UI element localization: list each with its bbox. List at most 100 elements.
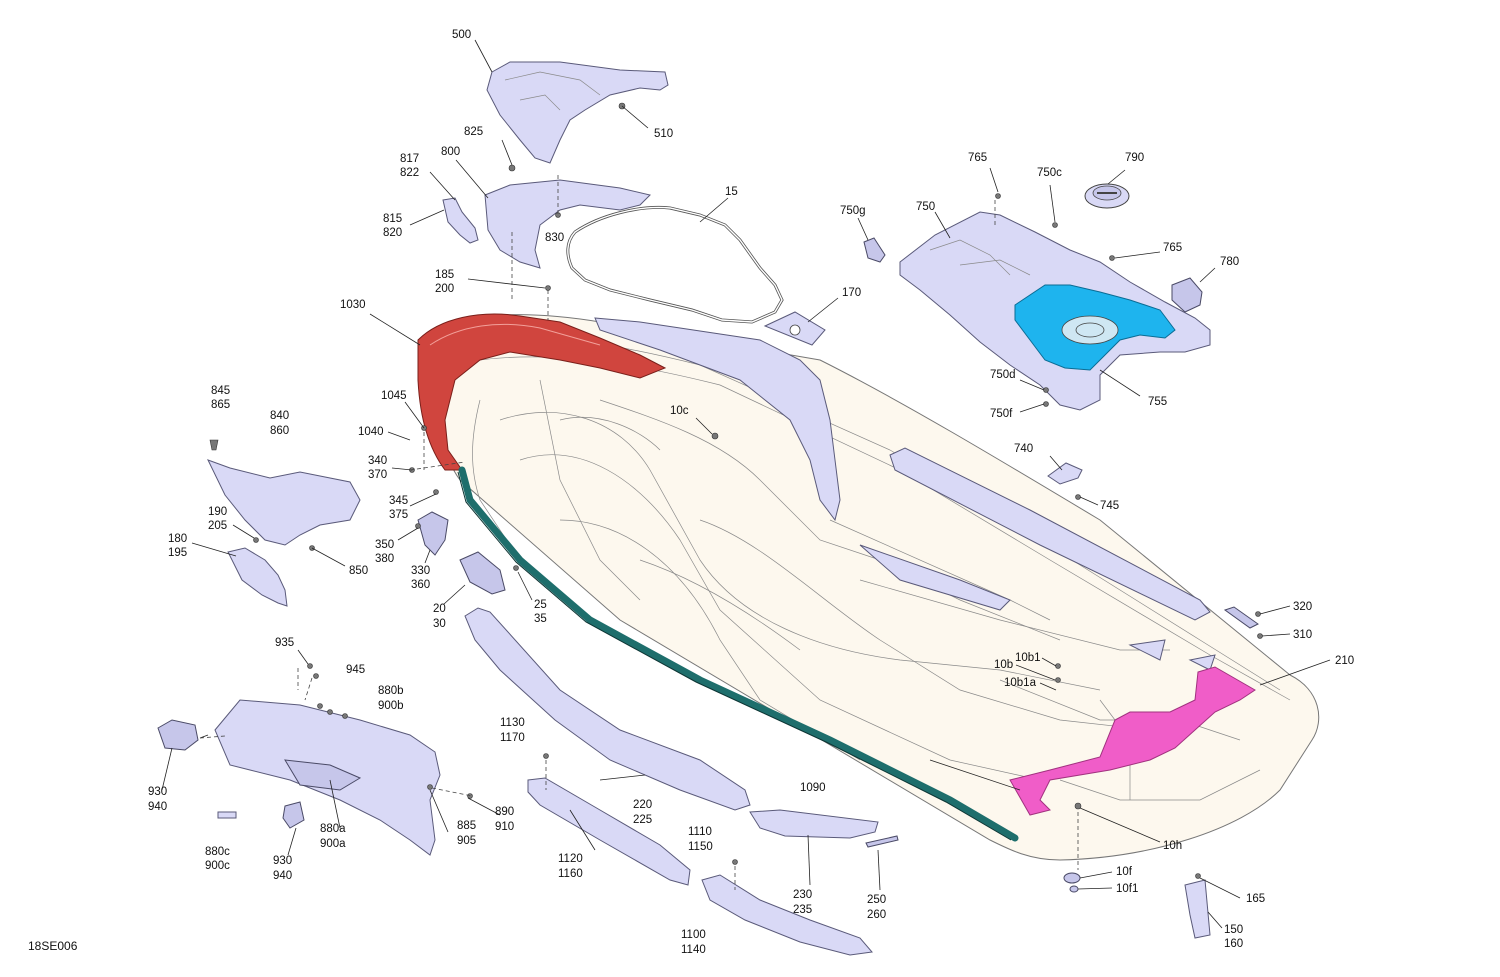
label-320: 320 [1293, 601, 1312, 613]
clip-750g [863, 237, 886, 263]
label-945: 945 [346, 664, 365, 676]
label-880a: 880a [320, 823, 346, 835]
diagram-code: 18SE006 [28, 939, 78, 953]
block-930b [282, 801, 305, 829]
label-880b: 880b [378, 685, 404, 697]
label-850: 850 [349, 565, 368, 577]
block-930 [157, 719, 199, 751]
label-885: 885 [457, 820, 476, 832]
strip-880c [217, 811, 237, 819]
fuel-cap-790 [1084, 183, 1130, 209]
label-860: 860 [270, 425, 289, 437]
leader-lines [161, 39, 1331, 929]
label-30: 30 [433, 618, 446, 630]
label-330: 330 [411, 565, 430, 577]
label-1120: 1120 [558, 853, 583, 865]
label-205: 205 [208, 520, 227, 532]
label-865: 865 [211, 399, 230, 411]
label-745: 745 [1100, 500, 1119, 512]
footrest-pad-230 [749, 809, 879, 839]
label-1150: 1150 [688, 841, 713, 853]
label-1160: 1160 [558, 868, 583, 880]
label-150: 150 [1224, 924, 1243, 936]
floor-panel [859, 544, 1011, 611]
label-740: 740 [1014, 443, 1033, 455]
label-1170: 1170 [500, 732, 525, 744]
label-10f: 10f [1116, 866, 1133, 878]
label-822: 822 [400, 167, 419, 179]
label-10b: 10b [994, 659, 1013, 671]
label-180: 180 [168, 533, 187, 545]
label-765-top: 765 [968, 152, 987, 164]
plug-10f1 [1069, 885, 1079, 893]
part-780 [1171, 277, 1203, 313]
small-panel-2 [1188, 654, 1216, 671]
label-165: 165 [1246, 893, 1265, 905]
label-160: 160 [1224, 938, 1243, 950]
label-1045: 1045 [381, 390, 407, 402]
label-230: 230 [793, 889, 812, 901]
label-185: 185 [435, 269, 454, 281]
side-bumper-1090 [458, 466, 1019, 842]
label-1130: 1130 [500, 717, 525, 729]
label-900b: 900b [378, 700, 404, 712]
part-labels: 500 510 825 817 822 800 815 820 830 15 1… [148, 29, 1354, 956]
label-750: 750 [916, 201, 935, 213]
label-880c: 880c [205, 846, 230, 858]
side-console-right [889, 447, 1211, 621]
label-10h: 10h [1163, 840, 1182, 852]
label-20: 20 [433, 603, 446, 615]
label-817: 817 [400, 153, 419, 165]
label-260: 260 [867, 909, 886, 921]
label-310: 310 [1293, 629, 1312, 641]
label-10c: 10c [670, 405, 689, 417]
label-210: 210 [1335, 655, 1354, 667]
label-800: 800 [441, 146, 460, 158]
label-755: 755 [1148, 396, 1167, 408]
bracket-740 [1047, 462, 1083, 485]
deck-body [431, 314, 1320, 861]
label-935: 935 [275, 637, 294, 649]
floor-mat-210 [1009, 666, 1256, 816]
label-10b1: 10b1 [1015, 652, 1041, 664]
label-750g: 750g [840, 205, 866, 217]
plug-10f [1063, 872, 1081, 884]
label-1100: 1100 [681, 929, 706, 941]
handle-180 [227, 547, 288, 607]
label-940-left: 940 [148, 801, 167, 813]
label-170: 170 [842, 287, 861, 299]
label-35: 35 [534, 613, 547, 625]
front-panel-800 [484, 179, 651, 269]
label-790: 790 [1125, 152, 1144, 164]
label-360: 360 [411, 579, 430, 591]
label-840: 840 [270, 410, 289, 422]
label-780: 780 [1220, 256, 1239, 268]
label-930-mid: 930 [273, 855, 292, 867]
label-340: 340 [368, 455, 387, 467]
part-150 [1184, 879, 1211, 939]
label-510: 510 [654, 128, 673, 140]
strip-250 [865, 835, 899, 848]
deck-hull-shape [431, 314, 1320, 861]
storage-cover-500 [486, 61, 669, 164]
footrest-strip-220 [464, 607, 751, 811]
label-195: 195 [168, 547, 187, 559]
label-1140: 1140 [681, 944, 706, 956]
panel-inset [284, 759, 362, 791]
label-750f: 750f [990, 408, 1013, 420]
strip-320 [1223, 606, 1259, 629]
label-890: 890 [495, 806, 514, 818]
label-25: 25 [534, 599, 547, 611]
upper-console-trim [594, 317, 841, 522]
label-830: 830 [545, 232, 564, 244]
label-815: 815 [383, 213, 402, 225]
label-15: 15 [725, 186, 738, 198]
label-190: 190 [208, 506, 227, 518]
label-375: 375 [389, 509, 408, 521]
label-500: 500 [452, 29, 471, 41]
label-930-left: 930 [148, 786, 167, 798]
label-750d: 750d [990, 369, 1016, 381]
label-825: 825 [464, 126, 483, 138]
label-235: 235 [793, 904, 812, 916]
